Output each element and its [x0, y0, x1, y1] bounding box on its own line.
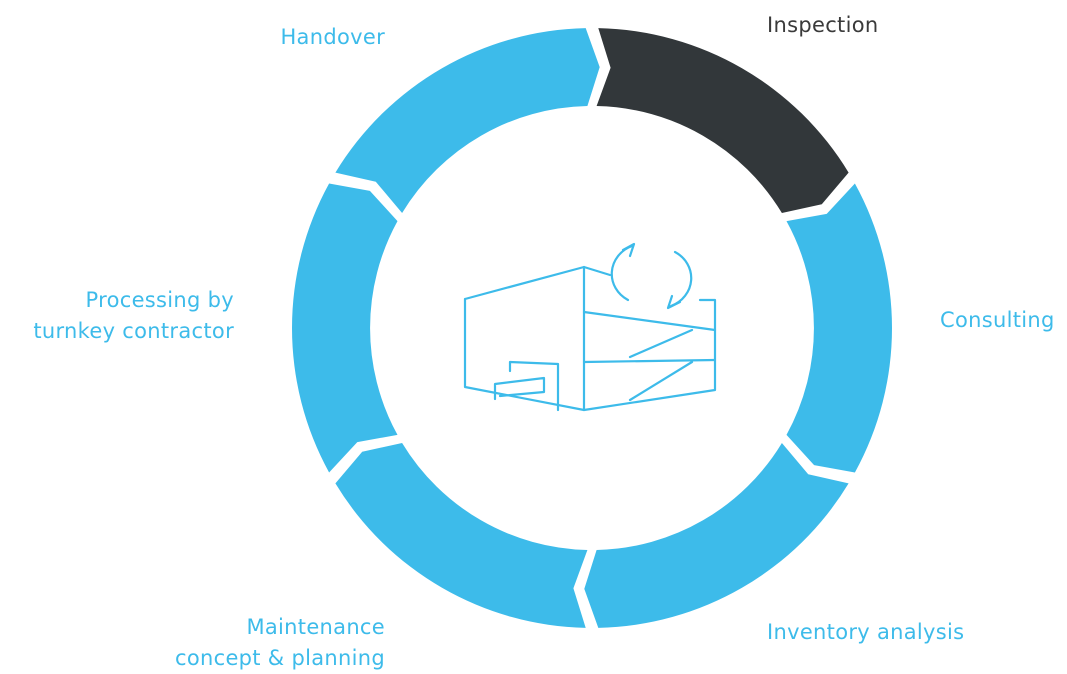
- cycle-segments: [292, 28, 892, 628]
- cycle-segment-inspection: [596, 28, 849, 213]
- stage-label-consulting: Consulting: [940, 308, 1055, 332]
- stage-label-inspection: Inspection: [767, 13, 879, 37]
- stage-label-handover: Handover: [280, 25, 385, 49]
- cycle-segment-handover: [335, 28, 600, 213]
- stage-label-maintenance: Maintenance concept & planning: [175, 615, 385, 670]
- building-refresh-icon: [463, 242, 717, 412]
- stage-label-inventory-analysis: Inventory analysis: [767, 620, 965, 644]
- cycle-segment-consulting: [786, 183, 892, 473]
- cycle-segment-maintenance: [335, 443, 588, 628]
- stage-label-processing: Processing by turnkey contractor: [33, 288, 234, 343]
- cycle-segment-processing: [292, 183, 398, 473]
- cycle-segment-inventory-analysis: [584, 443, 849, 628]
